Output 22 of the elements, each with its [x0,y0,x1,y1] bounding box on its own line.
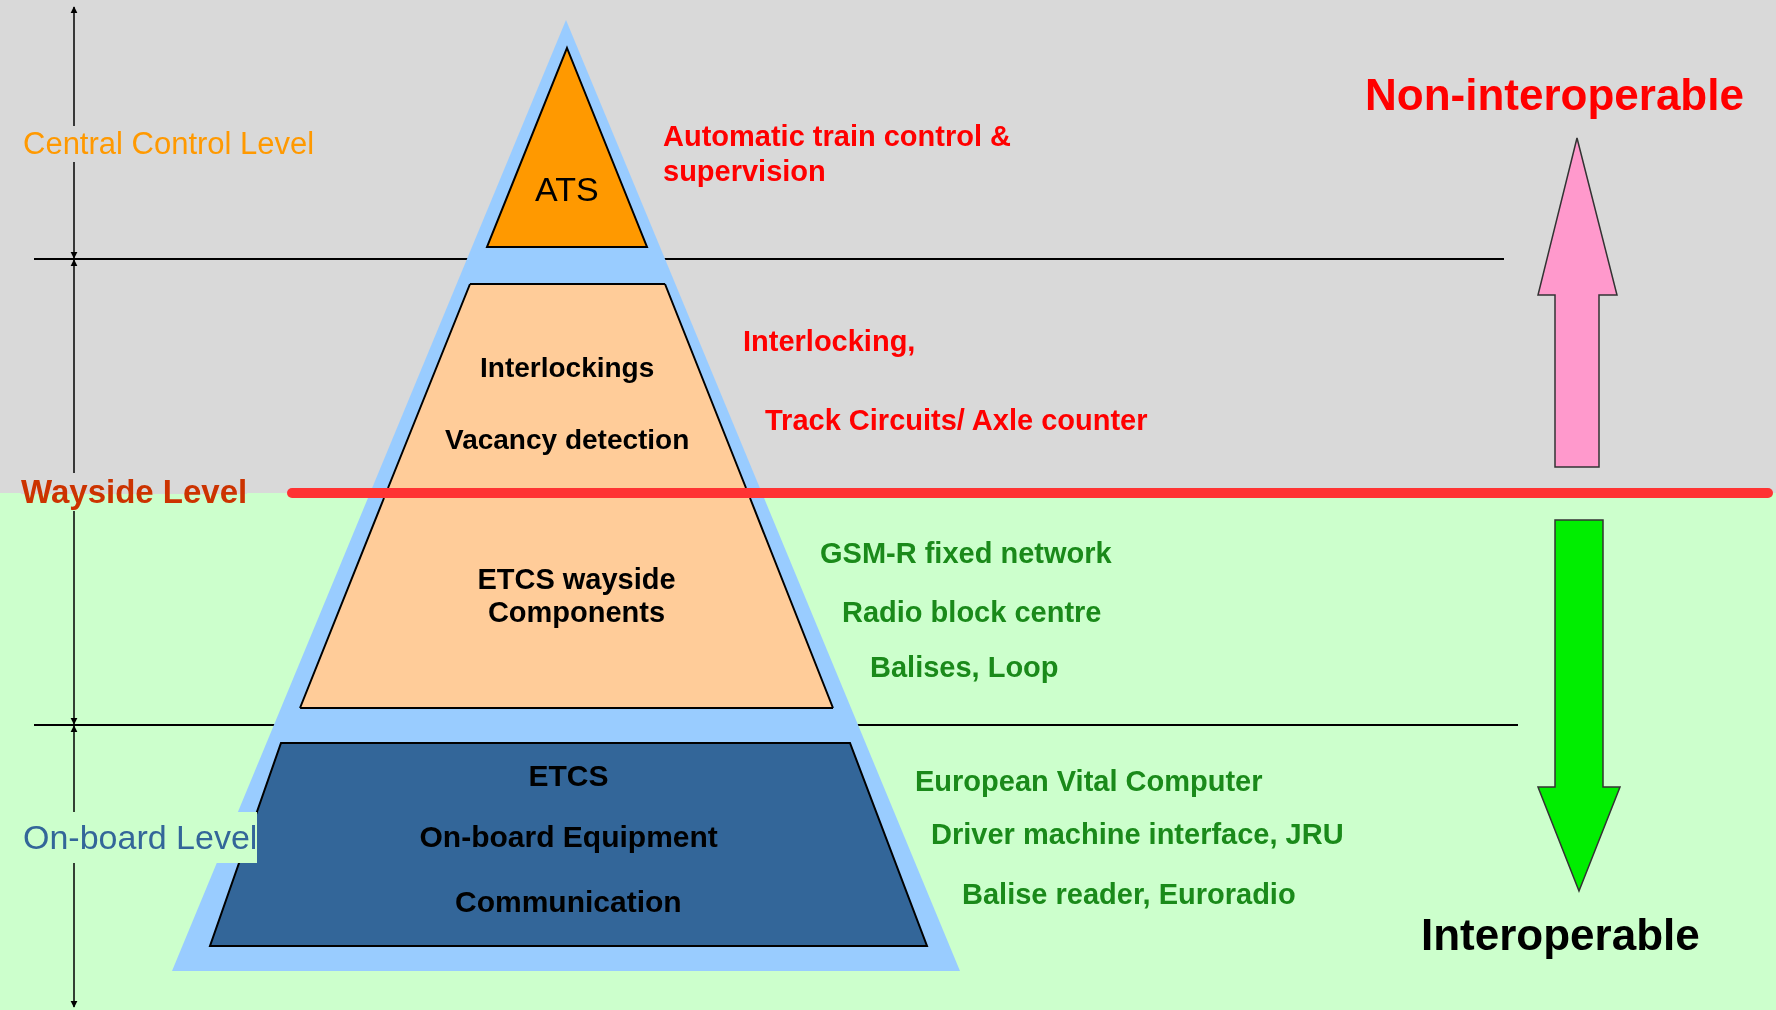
description-text: Radio block centre [842,596,1102,630]
layer-label: ETCS [528,758,609,793]
description-text: Automatic train control & supervision [663,119,1012,189]
layer-label: ATS [535,169,599,209]
layer-label: ETCS wayside Components [476,562,677,630]
description-text: Balises, Loop [870,651,1059,685]
level-label: Central Control Level [23,126,315,162]
description-text: Driver machine interface, JRU [931,818,1344,852]
pyramid-top-triangle [487,48,647,247]
description-text: Balise reader, Euroradio [962,878,1296,912]
description-text: GSM-R fixed network [820,537,1112,571]
level-label: Interoperable [1421,910,1700,961]
level-label: Non-interoperable [1365,70,1744,121]
layer-label: Communication [455,884,682,919]
layer-label: Vacancy detection [445,424,690,457]
level-label: Wayside Level [21,473,248,511]
description-text: Track Circuits/ Axle counter [765,404,1148,438]
level-label: On-board Level [23,812,258,863]
layer-label: Interlockings [480,352,655,385]
description-text: Interlocking, [743,325,916,359]
layer-label: On-board Equipment [419,819,718,854]
description-text: European Vital Computer [915,765,1263,799]
